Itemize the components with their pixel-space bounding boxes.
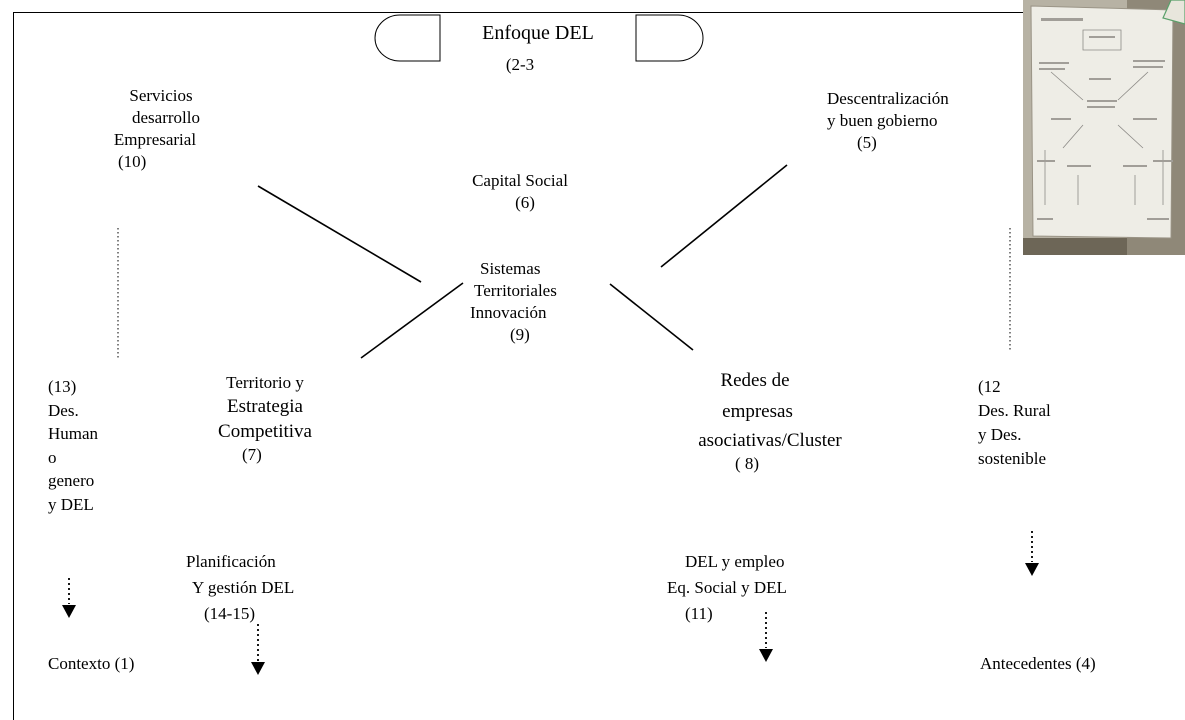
node-antecedentes: Antecedentes (4) — [980, 654, 1096, 673]
dotted-down-arrow-icon — [62, 578, 76, 618]
node-capital-social: Capital Social (6) — [460, 170, 580, 214]
title-left-bracket — [374, 14, 441, 62]
node-desarrollo-rural: (12 Des. Rural y Des. sostenible — [978, 375, 1051, 471]
node-territorio-line1: Territorio y — [226, 373, 304, 392]
connector-territorio — [360, 282, 464, 359]
flipchart-photo-icon — [1023, 0, 1185, 255]
node-planificacion: Planificación Y gestión DEL (14-15) — [186, 549, 294, 627]
node-redes-num: ( 8) — [735, 454, 760, 473]
node-redes-line3: asociativas/Cluster — [698, 430, 842, 451]
title-number: (2-3 — [505, 55, 535, 74]
node-servicios-line3: Empresarial — [113, 130, 197, 149]
node-capital-social-num: (6) — [515, 193, 535, 212]
dotted-down-arrow-icon — [759, 612, 773, 662]
connector-descentralizacion — [660, 164, 788, 268]
node-empleo: DEL y empleo Eq. Social y DEL (11) — [667, 549, 787, 627]
node-desarrollo-humano-line6: y DEL — [48, 494, 94, 514]
node-empleo-line3: (11) — [685, 604, 713, 623]
node-planificacion-line3: (14-15) — [204, 604, 255, 623]
node-sistemas: Sistemas Territoriales Innovación (9) — [470, 258, 600, 346]
node-desarrollo-humano-line5: genero — [48, 471, 95, 490]
node-territorio-line3: Competitiva — [218, 421, 312, 442]
node-sistemas-line3: Innovación — [470, 303, 547, 322]
node-descentralizacion-line1: Descentralización — [827, 89, 949, 108]
title-line1: Enfoque DEL — [482, 22, 594, 44]
title-text: Enfoque DEL — [440, 20, 636, 46]
diagram-frame — [13, 12, 1173, 720]
node-servicios-num: (10) — [118, 152, 147, 171]
node-desarrollo-rural-line3: y Des. — [978, 425, 1022, 444]
node-sistemas-line2: Territoriales — [474, 281, 557, 300]
connector-redes — [609, 283, 694, 351]
node-empleo-line1: DEL y empleo — [685, 552, 785, 571]
node-descentralizacion: Descentralización y buen gobierno (5) — [827, 88, 949, 154]
node-territorio-num: (7) — [242, 445, 262, 464]
node-redes-line2: empresas — [722, 401, 793, 422]
node-descentralizacion-num: (5) — [857, 133, 877, 152]
node-servicios-line2: desarrollo — [132, 108, 200, 127]
node-desarrollo-rural-line4: sostenible — [978, 449, 1046, 468]
connector-servicios — [257, 185, 422, 283]
node-desarrollo-rural-line1: (12 — [978, 377, 1001, 396]
node-desarrollo-humano-line3: Human — [48, 424, 99, 443]
node-desarrollo-rural-line2: Des. Rural — [978, 401, 1051, 420]
node-descentralizacion-line2: y buen gobierno — [827, 111, 938, 130]
node-redes-line1: Redes de — [720, 370, 790, 391]
node-contexto: Contexto (1) — [48, 654, 135, 673]
dotted-down-arrow-icon — [1025, 531, 1039, 576]
node-sistemas-num: (9) — [510, 325, 530, 344]
node-territorio-line2: Estrategia — [227, 396, 303, 417]
node-capital-social-line1: Capital Social — [472, 171, 568, 190]
node-desarrollo-humano-line1: (13) — [48, 377, 77, 396]
node-territorio: Territorio y Estrategia Competitiva (7) — [190, 372, 340, 466]
dotted-down-arrow-icon — [251, 624, 265, 675]
node-sistemas-line1: Sistemas — [480, 259, 541, 278]
node-servicios-line1: Servicios — [129, 86, 193, 105]
node-desarrollo-humano: (13) Des. Human o genero y DEL — [48, 375, 98, 516]
node-planificacion-line2: Y gestión DEL — [192, 578, 295, 597]
node-servicios: Servicios desarrollo Empresarial (10) — [70, 85, 240, 173]
node-empleo-line2: Eq. Social y DEL — [667, 578, 787, 597]
node-desarrollo-humano-line2: Des. — [48, 400, 79, 420]
node-redes: Redes de empresas asociativas/Cluster ( … — [660, 368, 880, 475]
title-right-bracket — [635, 14, 704, 62]
node-planificacion-line1: Planificación — [186, 552, 276, 571]
node-desarrollo-humano-line4: o — [48, 447, 57, 467]
